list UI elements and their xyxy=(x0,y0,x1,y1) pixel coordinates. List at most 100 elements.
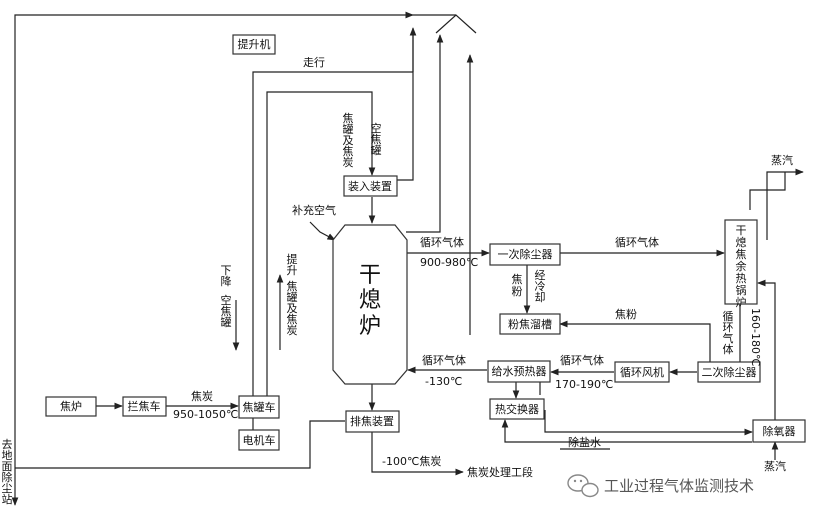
empty-tank-label: 空 焦 罐 xyxy=(371,121,382,157)
desalted-water-label: 除盐水 xyxy=(568,435,601,449)
desc-4: 空 xyxy=(221,293,232,307)
cdq-kiln: 干 熄 炉 xyxy=(332,224,408,385)
hot-coke-label: 焦炭 xyxy=(191,390,213,403)
empty-tank-1: 空 xyxy=(371,121,382,135)
deaerator-box: 除氧器 xyxy=(752,419,806,443)
coke-guide-car-box: 拦焦车 xyxy=(122,396,167,417)
preheater-label: 给水预热器 xyxy=(492,365,547,378)
cooled-2: 冷 xyxy=(535,280,546,293)
primary-dust-catcher-box: 一次除尘器 xyxy=(489,243,561,266)
waste-heat-boiler-box: 干 熄 焦 余 热 锅 炉 xyxy=(724,219,758,309)
tank-coke-3: 及 xyxy=(343,134,354,147)
lift-tank-and-coke-label: 提 升 焦 罐 及 焦 炭 xyxy=(287,253,298,337)
dust-6: 站 xyxy=(2,492,13,506)
fines-v-2: 粉 xyxy=(512,285,523,298)
temp-out-label: 900-980℃ xyxy=(420,256,478,269)
coke-fines-vertical-label: 焦 粉 xyxy=(512,273,523,298)
empty-tank-3: 罐 xyxy=(371,144,382,157)
circ-gas-out-label: 循环气体 xyxy=(420,235,464,249)
dust-4: 除 xyxy=(2,470,13,484)
fines-v-1: 焦 xyxy=(512,273,523,286)
to-dust-station-label: 去 地 面 除 尘 站 xyxy=(2,438,13,506)
lift-8: 炭 xyxy=(287,324,298,337)
tank-coke-5: 炭 xyxy=(343,156,354,169)
dust-1: 去 xyxy=(2,438,13,451)
charging-device-label: 装入装置 xyxy=(348,180,392,193)
lift-4: 焦 xyxy=(287,280,298,293)
desc-2: 降 xyxy=(221,274,232,288)
temp-coke-label: 950-1050℃ xyxy=(173,408,238,421)
heat-exchanger-label: 热交换器 xyxy=(495,402,539,416)
temp-boiler-label: 160-180℃ xyxy=(749,308,762,366)
dust-5: 尘 xyxy=(2,482,13,495)
coke-powder-tank-box: 粉焦溜槽 xyxy=(499,313,561,335)
secondary-dust-catcher-box: 二次除尘器 xyxy=(697,361,761,383)
make-up-air-label: 补充空气 xyxy=(292,203,336,217)
coke-guide-car-label: 拦焦车 xyxy=(128,399,161,413)
discharge-device-label: 排焦装置 xyxy=(350,414,394,428)
diagram-labels: 走行 焦 罐 及 焦 炭 空 焦 罐 补充空气 下 降 空 焦 罐 提 升 焦 … xyxy=(2,56,794,506)
desc-6: 罐 xyxy=(221,316,232,329)
electric-car-box: 电机车 xyxy=(238,429,280,451)
temp-return-label: -130℃ xyxy=(425,375,462,388)
heat-exchanger-box: 热交换器 xyxy=(489,398,545,420)
lift-1: 提 xyxy=(287,253,298,266)
tank-coke-2: 罐 xyxy=(343,123,354,136)
travel-label: 走行 xyxy=(303,56,325,69)
tank-coke-4: 焦 xyxy=(343,145,354,158)
boiler-char-7: 炉 xyxy=(736,296,747,309)
hoist-label: 提升机 xyxy=(238,37,271,51)
circ-gas-return-label: 循环气体 xyxy=(422,353,466,367)
flow-lines xyxy=(11,11,804,506)
feedwater-preheater-box: 给水预热器 xyxy=(487,360,551,383)
boiler-char-6: 锅 xyxy=(736,284,747,297)
coke-oven-label: 焦炉 xyxy=(60,400,82,413)
coke-fines-h-label: 焦粉 xyxy=(615,308,637,321)
lift-6: 及 xyxy=(287,302,298,315)
primary-dust-label: 一次除尘器 xyxy=(498,247,553,261)
charging-device-box: 装入装置 xyxy=(343,175,398,197)
cgv-4: 体 xyxy=(723,342,734,356)
cooled-3: 却 xyxy=(535,291,546,304)
lift-5: 罐 xyxy=(287,291,298,304)
hoist-box: 提升机 xyxy=(232,34,276,55)
cooled-1: 经 xyxy=(535,269,546,282)
lift-7: 焦 xyxy=(287,313,298,326)
empty-tank-2: 焦 xyxy=(371,133,382,146)
cgv-1: 循 xyxy=(723,310,734,323)
steam-out-label: 蒸汽 xyxy=(771,153,793,167)
dust-3: 面 xyxy=(2,460,13,473)
cdq-char-2: 熄 xyxy=(359,288,381,313)
coke-tank-car-box: 焦罐车 xyxy=(238,395,280,419)
watermark-text: 工业过程气体监测技术 xyxy=(604,477,754,495)
coke-tank-car-label: 焦罐车 xyxy=(243,400,276,414)
circulation-fan-box: 循环风机 xyxy=(614,361,670,383)
circ-gas-top-label: 循环气体 xyxy=(615,235,659,249)
lift-2: 升 xyxy=(287,264,298,277)
cgv-2: 环 xyxy=(723,321,734,334)
cooled-vertical-label: 经 冷 却 xyxy=(535,269,546,304)
deaerator-label: 除氧器 xyxy=(763,424,796,438)
boiler-char-5: 热 xyxy=(736,272,747,285)
coke-processing-label: 焦炭处理工段 xyxy=(467,465,533,479)
boiler-char-4: 余 xyxy=(736,259,747,273)
desc-5: 焦 xyxy=(221,305,232,318)
cgv-3: 气 xyxy=(723,331,734,345)
desc-1: 下 xyxy=(221,264,232,277)
circ-gas-mid-label: 循环气体 xyxy=(560,353,604,367)
coke-oven-box: 焦炉 xyxy=(45,396,97,417)
wechat-icon xyxy=(567,474,599,498)
cdq-char-3: 炉 xyxy=(359,314,381,339)
circ-gas-vertical-label: 循 环 气 体 xyxy=(723,310,734,356)
dust-2: 地 xyxy=(2,449,13,462)
secondary-dust-label: 二次除尘器 xyxy=(702,365,757,379)
coke-powder-tank-label: 粉焦溜槽 xyxy=(508,317,552,331)
cdq-char-1: 干 xyxy=(359,263,381,288)
watermark: 工业过程气体监测技术 xyxy=(567,474,754,498)
coke-tank-and-coke-label: 焦 罐 及 焦 炭 xyxy=(343,112,354,169)
boiler-char-2: 熄 xyxy=(736,235,747,249)
steam-in-label: 蒸汽 xyxy=(764,459,786,473)
boiler-char-3: 焦 xyxy=(736,248,747,261)
descend-empty-tank-label: 下 降 空 焦 罐 xyxy=(221,264,232,329)
circulation-fan-label: 循环风机 xyxy=(620,365,664,379)
